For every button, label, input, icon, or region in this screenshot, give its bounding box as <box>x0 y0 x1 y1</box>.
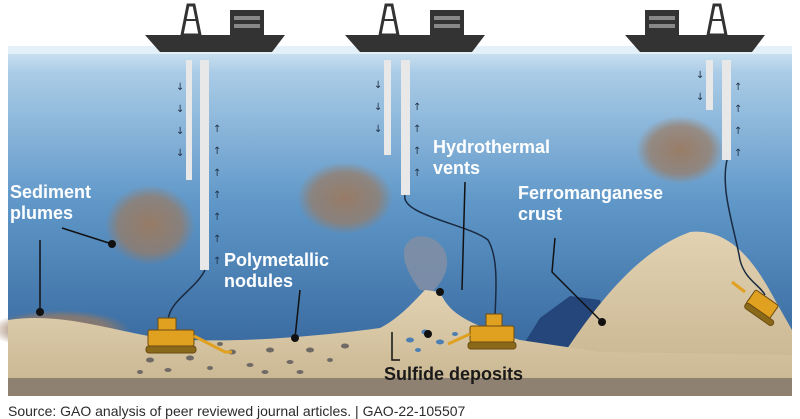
seafloor-collector-icon-center <box>447 313 517 350</box>
svg-text:↑: ↑ <box>734 126 742 137</box>
svg-text:↑: ↑ <box>734 82 742 93</box>
riser-pipe-center-b <box>401 60 410 195</box>
ship-icon-left <box>145 3 285 52</box>
label-polymetallic-nodules: Polymetallic nodules <box>224 250 329 292</box>
label-hydrothermal-vents: Hydrothermal vents <box>433 137 550 179</box>
sediment-plume-left <box>105 185 195 265</box>
svg-text:↓: ↓ <box>374 102 382 113</box>
hose-right <box>724 159 766 296</box>
svg-text:↑: ↑ <box>213 146 221 157</box>
seafloor-collector-icon-right <box>731 280 779 326</box>
riser-pipe-right-b <box>722 60 731 160</box>
svg-text:↑: ↑ <box>413 168 421 179</box>
down-arrow-icon: ↓ ↓ ↓ ↓ ↓ ↓ ↓ ↓ ↓ <box>176 70 704 159</box>
svg-text:↓: ↓ <box>374 80 382 91</box>
svg-text:↑: ↑ <box>213 212 221 223</box>
ship-icon-center <box>345 3 485 52</box>
seafloor-collector-icon-left <box>145 317 232 354</box>
svg-text:↑: ↑ <box>213 234 221 245</box>
riser-pipe-center-a <box>384 60 391 155</box>
svg-text:↑: ↑ <box>213 124 221 135</box>
svg-text:↓: ↓ <box>696 92 704 103</box>
riser-pipe-left-b <box>186 60 192 180</box>
riser-pipe-right-a <box>706 60 713 110</box>
sediment-plume-right <box>636 116 724 184</box>
svg-text:↑: ↑ <box>413 146 421 157</box>
svg-text:↓: ↓ <box>176 126 184 137</box>
ferromanganese-mound <box>565 231 792 360</box>
label-polymetallic-nodules-line1: Polymetallic <box>224 250 330 270</box>
label-sediment-plumes: Sediment plumes <box>10 182 91 224</box>
label-sulfide-deposits: Sulfide deposits <box>384 364 524 384</box>
svg-text:↑: ↑ <box>213 256 221 267</box>
svg-text:↑: ↑ <box>413 124 421 135</box>
hose-left <box>167 269 206 321</box>
up-arrow-icon: ↑ ↑ ↑ ↑ ↑ ↑ ↑ ↑ ↑ ↑ ↑ ↑ ↑ ↑ ↑ <box>213 82 742 267</box>
svg-text:↓: ↓ <box>696 70 704 81</box>
svg-text:↑: ↑ <box>213 190 221 201</box>
hose-center <box>404 194 497 321</box>
nodules-field <box>137 342 349 374</box>
label-ferromanganese-crust: Ferromanganese crust <box>518 183 663 225</box>
sediment-plume-center <box>297 162 393 234</box>
svg-text:↓: ↓ <box>176 148 184 159</box>
seafloor-base <box>8 378 792 396</box>
svg-text:↑: ↑ <box>413 102 421 113</box>
ship-icon-right <box>625 3 765 52</box>
svg-text:↑: ↑ <box>213 168 221 179</box>
label-ferromanganese-crust-line1: Ferromanganese <box>518 183 664 203</box>
leader-dots <box>36 240 606 342</box>
label-ferromanganese-crust-line2: crust <box>518 204 563 224</box>
seafloor <box>8 290 792 380</box>
leader-lines <box>39 181 603 361</box>
label-hydrothermal-vents-line1: Hydrothermal <box>433 137 551 157</box>
svg-text:↓: ↓ <box>176 104 184 115</box>
source-note: Source: GAO analysis of peer reviewed jo… <box>8 403 466 419</box>
label-hydrothermal-vents-line2: vents <box>433 158 481 178</box>
label-sediment-plumes-line2: plumes <box>10 203 74 223</box>
label-sediment-plumes-line1: Sediment <box>10 182 92 202</box>
svg-text:↑: ↑ <box>734 148 742 159</box>
riser-pipe-left <box>200 60 209 270</box>
svg-text:↑: ↑ <box>734 104 742 115</box>
svg-text:↓: ↓ <box>374 124 382 135</box>
label-polymetallic-nodules-line2: nodules <box>224 271 294 291</box>
vent-smoke <box>403 236 448 292</box>
svg-text:↓: ↓ <box>176 82 184 93</box>
